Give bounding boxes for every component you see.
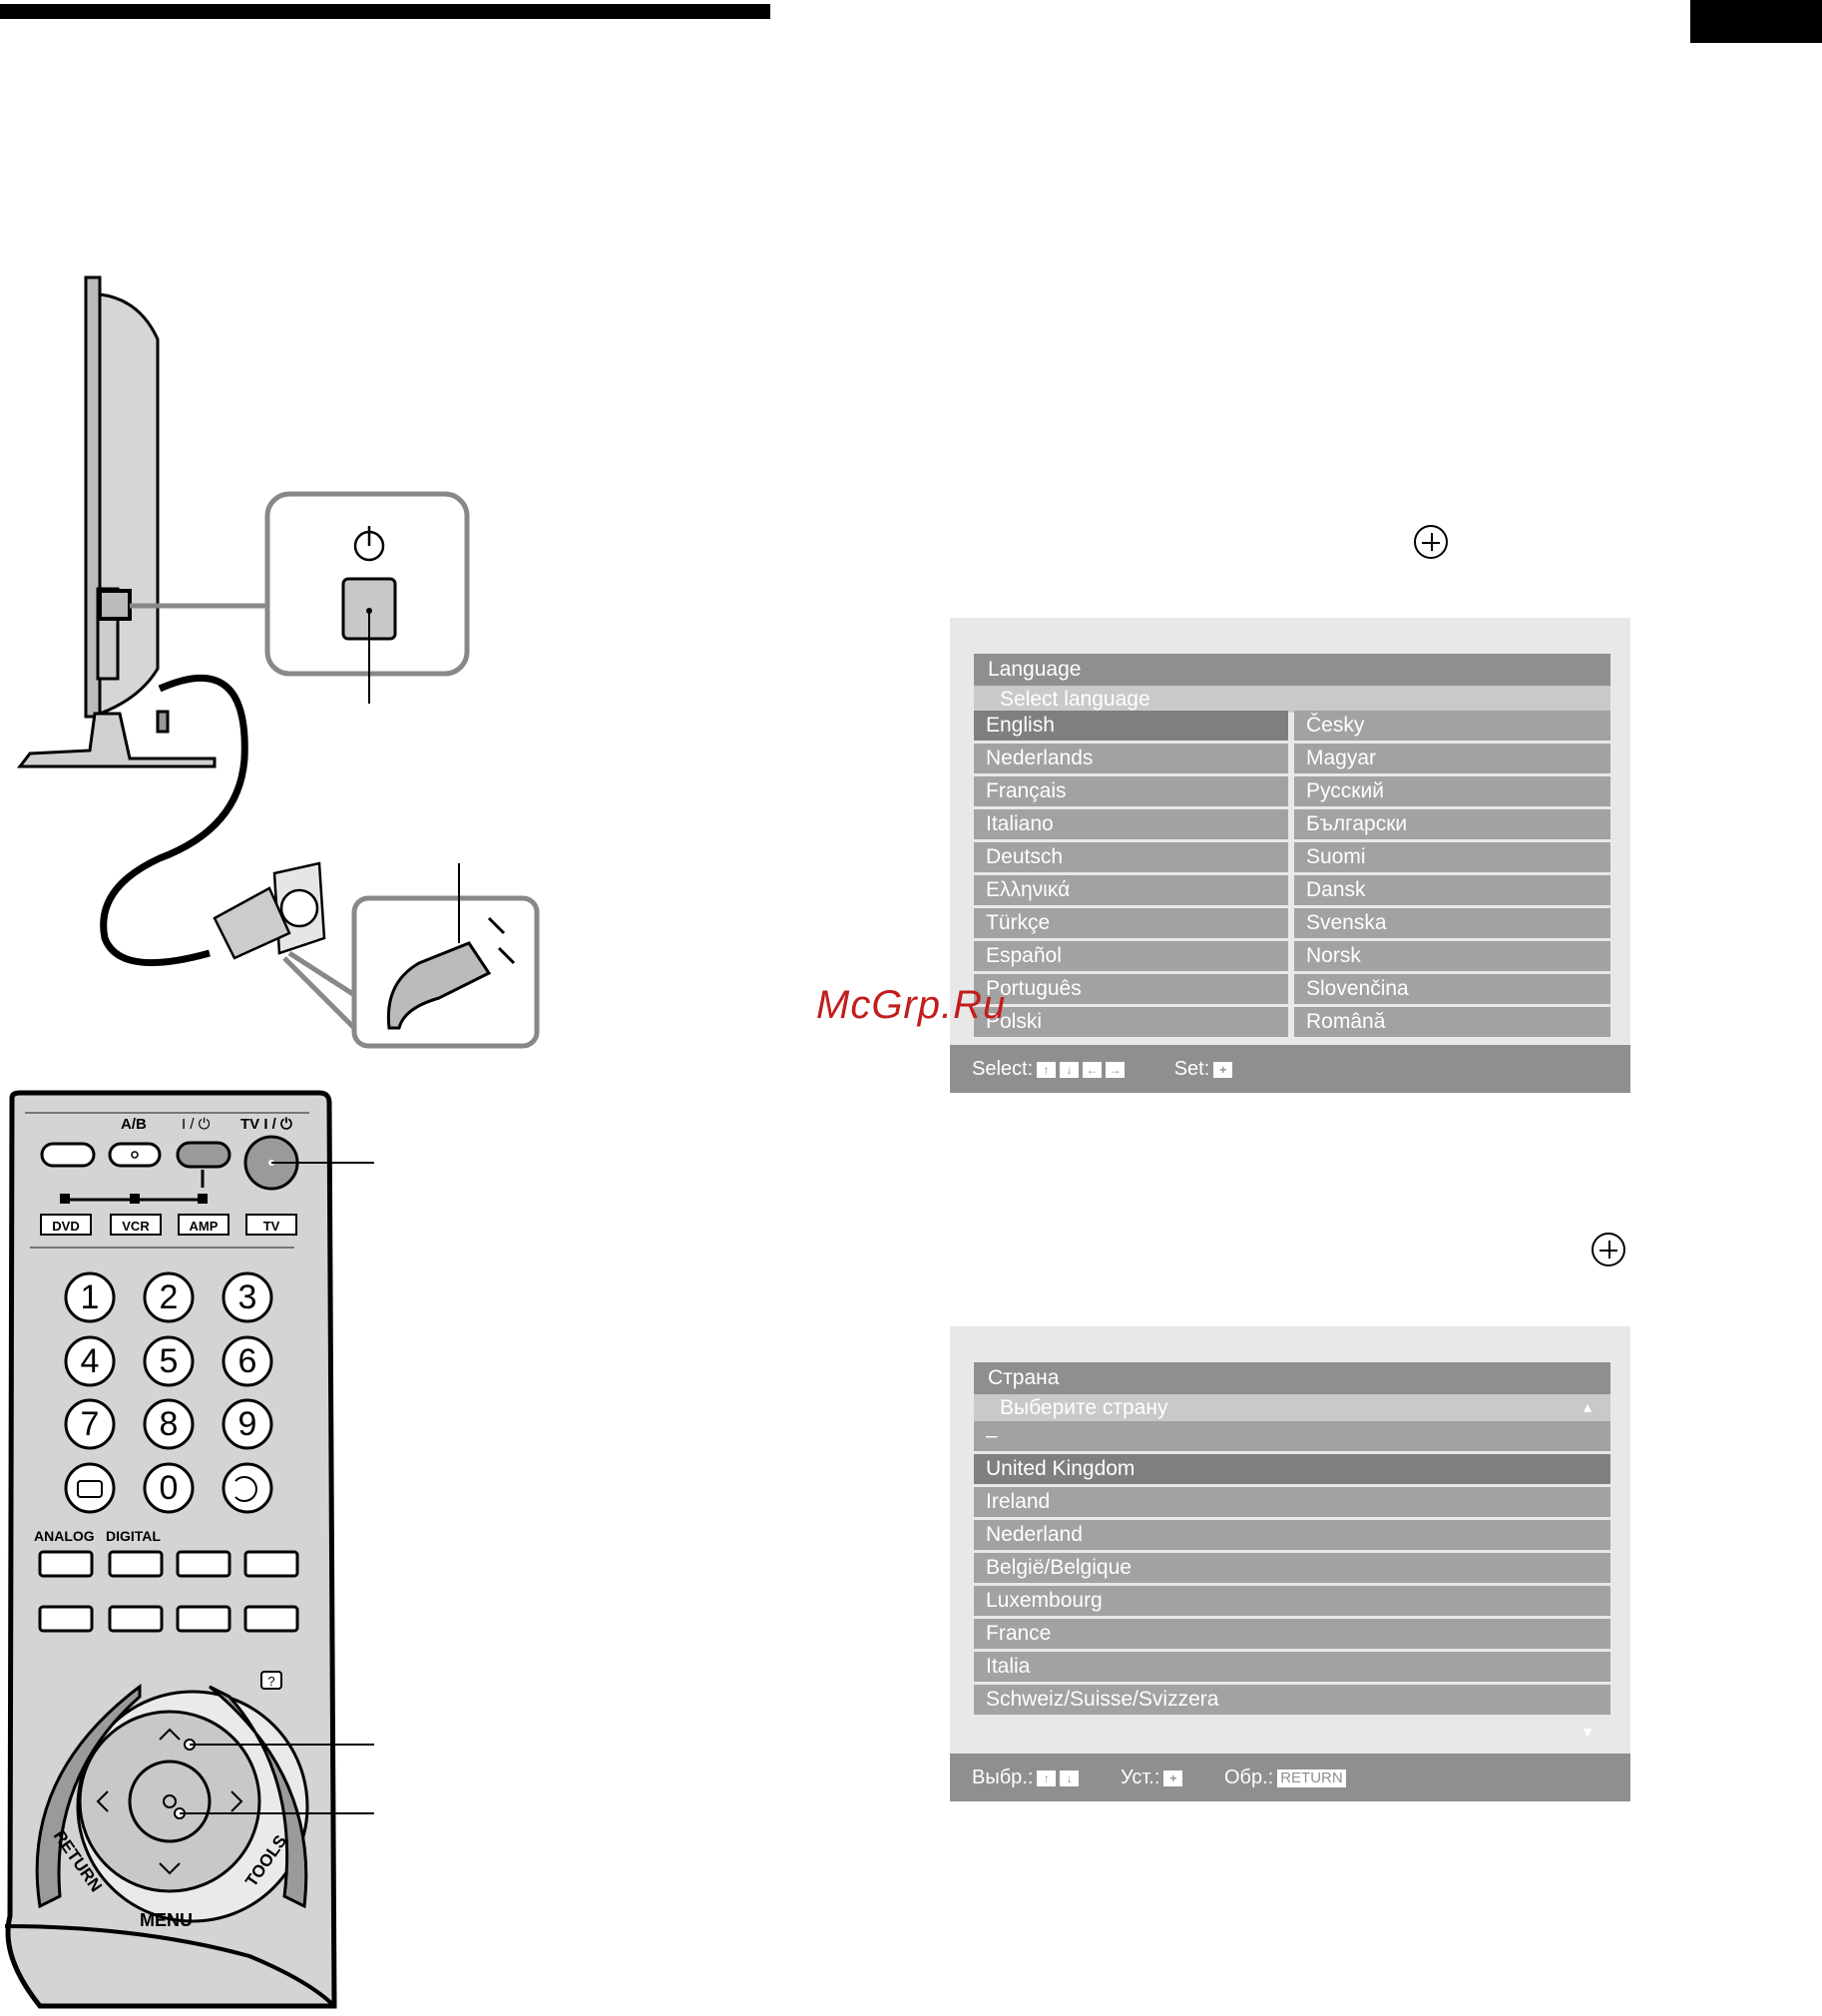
language-option[interactable]: Suomi [1294, 842, 1610, 872]
dvd-button[interactable]: DVD [40, 1214, 92, 1236]
language-option[interactable]: Svenska [1294, 908, 1610, 938]
plug-callout [282, 863, 540, 1049]
country-option[interactable]: France [974, 1619, 1610, 1649]
num-8-button[interactable]: 8 [159, 1405, 179, 1443]
enter-key-icon: + [1213, 1061, 1233, 1078]
footer-set-label: Set: [1173, 1058, 1210, 1080]
language-option[interactable]: Norsk [1294, 941, 1610, 971]
enter-key-icon: + [1163, 1769, 1183, 1786]
language-option[interactable]: Slovenčina [1294, 974, 1610, 1004]
num-9-button[interactable]: 9 [237, 1405, 257, 1443]
language-option[interactable]: Español [974, 941, 1288, 971]
power-label: I / ⏻ [182, 1116, 211, 1133]
arrow-down-icon: ↓ [1060, 1061, 1080, 1078]
arrow-right-icon: → [1106, 1061, 1126, 1078]
menu-footer: Select:↑↓←→ Set:+ [950, 1045, 1630, 1093]
country-menu-screen: Страна Выберите страну ▲ ▼ Выбр.:↑↓ Уст.… [950, 1326, 1630, 1801]
scroll-up-icon[interactable]: ▲ [1581, 1399, 1594, 1415]
return-key: RETURN [1277, 1768, 1346, 1787]
num-7-button[interactable]: 7 [80, 1405, 100, 1443]
ab-label: A/B [121, 1116, 147, 1133]
scroll-area: ▼ [974, 1714, 1610, 1754]
svg-text:?: ? [267, 1674, 274, 1689]
language-option[interactable]: Русский [1294, 776, 1610, 806]
language-option[interactable]: Български [1294, 809, 1610, 839]
country-option[interactable]: United Kingdom [974, 1454, 1610, 1484]
country-option[interactable]: Ireland [974, 1487, 1610, 1517]
language-option[interactable]: Magyar [1294, 744, 1610, 773]
enter-icon [1414, 525, 1448, 559]
watermark: McGrp.Ru [816, 983, 1007, 1027]
num-1-button[interactable]: 1 [80, 1278, 100, 1316]
language-option[interactable]: Nederlands [974, 744, 1288, 773]
language-option[interactable]: Português [974, 974, 1288, 1004]
language-option[interactable]: Česky [1294, 711, 1610, 741]
tv-side-illustration [16, 275, 217, 768]
analog-label: ANALOG [34, 1528, 95, 1544]
footer-select-label: Выбр.: [972, 1766, 1034, 1788]
language-option[interactable]: Dansk [1294, 875, 1610, 905]
menu-title: Страна [974, 1362, 1610, 1394]
menu-title: Language [974, 654, 1610, 686]
vcr-button[interactable]: VCR [110, 1214, 162, 1236]
menu-footer: Выбр.:↑↓ Уст.:+ Обр.:RETURN [950, 1754, 1630, 1801]
arrow-left-icon: ← [1083, 1061, 1103, 1078]
amp-button[interactable]: AMP [178, 1214, 229, 1236]
language-option[interactable]: Deutsch [974, 842, 1288, 872]
wall-socket [213, 861, 326, 960]
num-0-button[interactable]: 0 [159, 1469, 179, 1507]
scroll-down-icon[interactable]: ▼ [1581, 1724, 1594, 1740]
language-option[interactable]: Italiano [974, 809, 1288, 839]
num-6-button[interactable]: 6 [237, 1342, 257, 1380]
arrow-up-icon: ↑ [1037, 1061, 1057, 1078]
country-option[interactable]: België/Belgique [974, 1553, 1610, 1583]
footer-set-label: Уст.: [1120, 1766, 1160, 1788]
header-rule [0, 4, 770, 19]
page-tab-marker [1690, 0, 1822, 43]
country-option[interactable]: Italia [974, 1652, 1610, 1682]
language-option[interactable]: English [974, 711, 1288, 741]
tv-button[interactable]: TV [245, 1214, 297, 1236]
num-5-button[interactable]: 5 [159, 1342, 179, 1380]
menu-button[interactable]: MENU [140, 1910, 193, 1930]
arrow-down-icon: ↓ [1060, 1769, 1080, 1786]
menu-subtitle: Select language [974, 686, 1610, 713]
country-option[interactable]: – [974, 1421, 1610, 1451]
menu-subtitle: Выберите страну ▲ [974, 1394, 1610, 1421]
footer-select-label: Select: [972, 1058, 1034, 1080]
arrow-up-icon: ↑ [1037, 1769, 1057, 1786]
enter-icon [1592, 1233, 1625, 1266]
menu-subtitle-text: Выберите страну [1000, 1396, 1168, 1419]
country-option[interactable]: Schweiz/Suisse/Svizzera [974, 1685, 1610, 1715]
num-3-button[interactable]: 3 [237, 1278, 257, 1316]
num-4-button[interactable]: 4 [80, 1342, 100, 1380]
language-menu-screen: Language Select language Select:↑↓←→ Set… [950, 618, 1630, 1093]
remote-control: ? [4, 1090, 374, 2009]
tv-power-label: TV I / ⏻ [240, 1116, 292, 1133]
country-option[interactable]: Luxembourg [974, 1586, 1610, 1616]
digital-label: DIGITAL [106, 1528, 161, 1544]
power-button-callout [130, 491, 470, 704]
language-option[interactable]: Türkçe [974, 908, 1288, 938]
language-option[interactable]: Français [974, 776, 1288, 806]
footer-back-label: Обр.: [1223, 1766, 1274, 1788]
language-option[interactable]: Română [1294, 1007, 1610, 1037]
country-option[interactable]: Nederland [974, 1520, 1610, 1550]
num-2-button[interactable]: 2 [159, 1278, 179, 1316]
power-cable [100, 674, 248, 967]
language-option[interactable]: Ελληνικά [974, 875, 1288, 905]
language-option[interactable]: Polski [974, 1007, 1288, 1037]
